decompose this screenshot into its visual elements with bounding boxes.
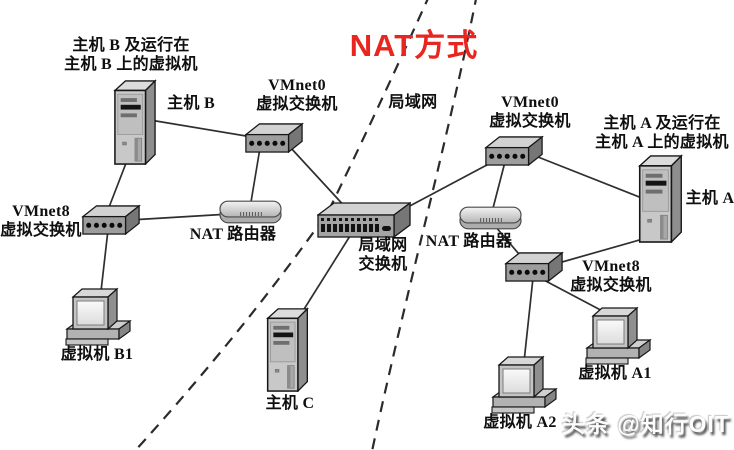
host-a-label: 主机 A (685, 190, 734, 207)
host-b-note: 主机 B 及运行在 主机 B 上的虚拟机 (64, 37, 198, 73)
vmnet0-left-label: VMnet0 虚拟交换机 (256, 77, 338, 113)
link-vmnet8-right-vm-a2 (523, 277, 534, 363)
host-b-tower-icon (114, 80, 156, 165)
nat-router-left-icon (219, 200, 282, 224)
lan-switch-icon (317, 202, 411, 238)
vmnet0-right-switch-icon (485, 136, 543, 166)
link-vmnet8-left-vm-b1 (99, 229, 109, 301)
host-a-note: 主机 A 及运行在 主机 A 上的虚拟机 (595, 115, 729, 151)
link-lan-switch-vmnet0-right (405, 157, 501, 209)
lan-region-label: 局域网 (388, 94, 438, 111)
vm-a2-label: 虚拟机 A2 (483, 414, 557, 431)
link-lan-switch-host-c (295, 227, 356, 323)
link-vmnet0-right-nat-router-right (491, 157, 507, 213)
link-vmnet8-right-vm-a1 (539, 277, 611, 316)
boundary-dashed-line-left (134, 0, 429, 450)
link-vmnet0-left-nat-router-left (249, 147, 261, 209)
host-a-tower-icon (638, 155, 683, 243)
vm-b1-label: 虚拟机 B1 (60, 346, 134, 363)
host-c-label: 主机 C (265, 395, 315, 412)
link-vmnet0-left-lan-switch (289, 146, 349, 211)
boundary-dashed-line-right (371, 0, 477, 450)
nat-router-left-label: NAT 路由器 (189, 226, 277, 243)
vmnet8-right-label: VMnet8 虚拟交换机 (570, 258, 652, 294)
vm-b1-computer-icon (65, 288, 131, 346)
host-c-tower-icon (266, 308, 309, 392)
vm-a1-computer-icon (585, 307, 651, 365)
nat-router-right-label: NAT 路由器 (425, 233, 513, 250)
link-vmnet8-left-nat-router-left (129, 213, 231, 221)
diagram-title: NAT方式 (349, 28, 479, 63)
host-b-label: 主机 B (167, 95, 215, 112)
vmnet8-left-switch-icon (82, 205, 140, 235)
vm-a2-computer-icon (491, 356, 557, 414)
link-vmnet0-right-host-a (537, 156, 653, 203)
vmnet0-right-label: VMnet0 虚拟交换机 (489, 94, 571, 130)
vmnet8-right-switch-icon (505, 252, 563, 282)
link-host-a-vmnet8-right (547, 236, 651, 267)
link-lines (99, 119, 653, 363)
nat-router-right-icon (459, 206, 522, 230)
vm-a1-label: 虚拟机 A1 (578, 365, 652, 382)
lan-switch-label: 局域网 交换机 (358, 237, 408, 273)
vmnet0-left-switch-icon (245, 123, 303, 153)
toutiao-watermark: 头条 @知行OIT (561, 411, 730, 437)
vmnet8-left-label: VMnet8 虚拟交换机 (0, 203, 82, 239)
